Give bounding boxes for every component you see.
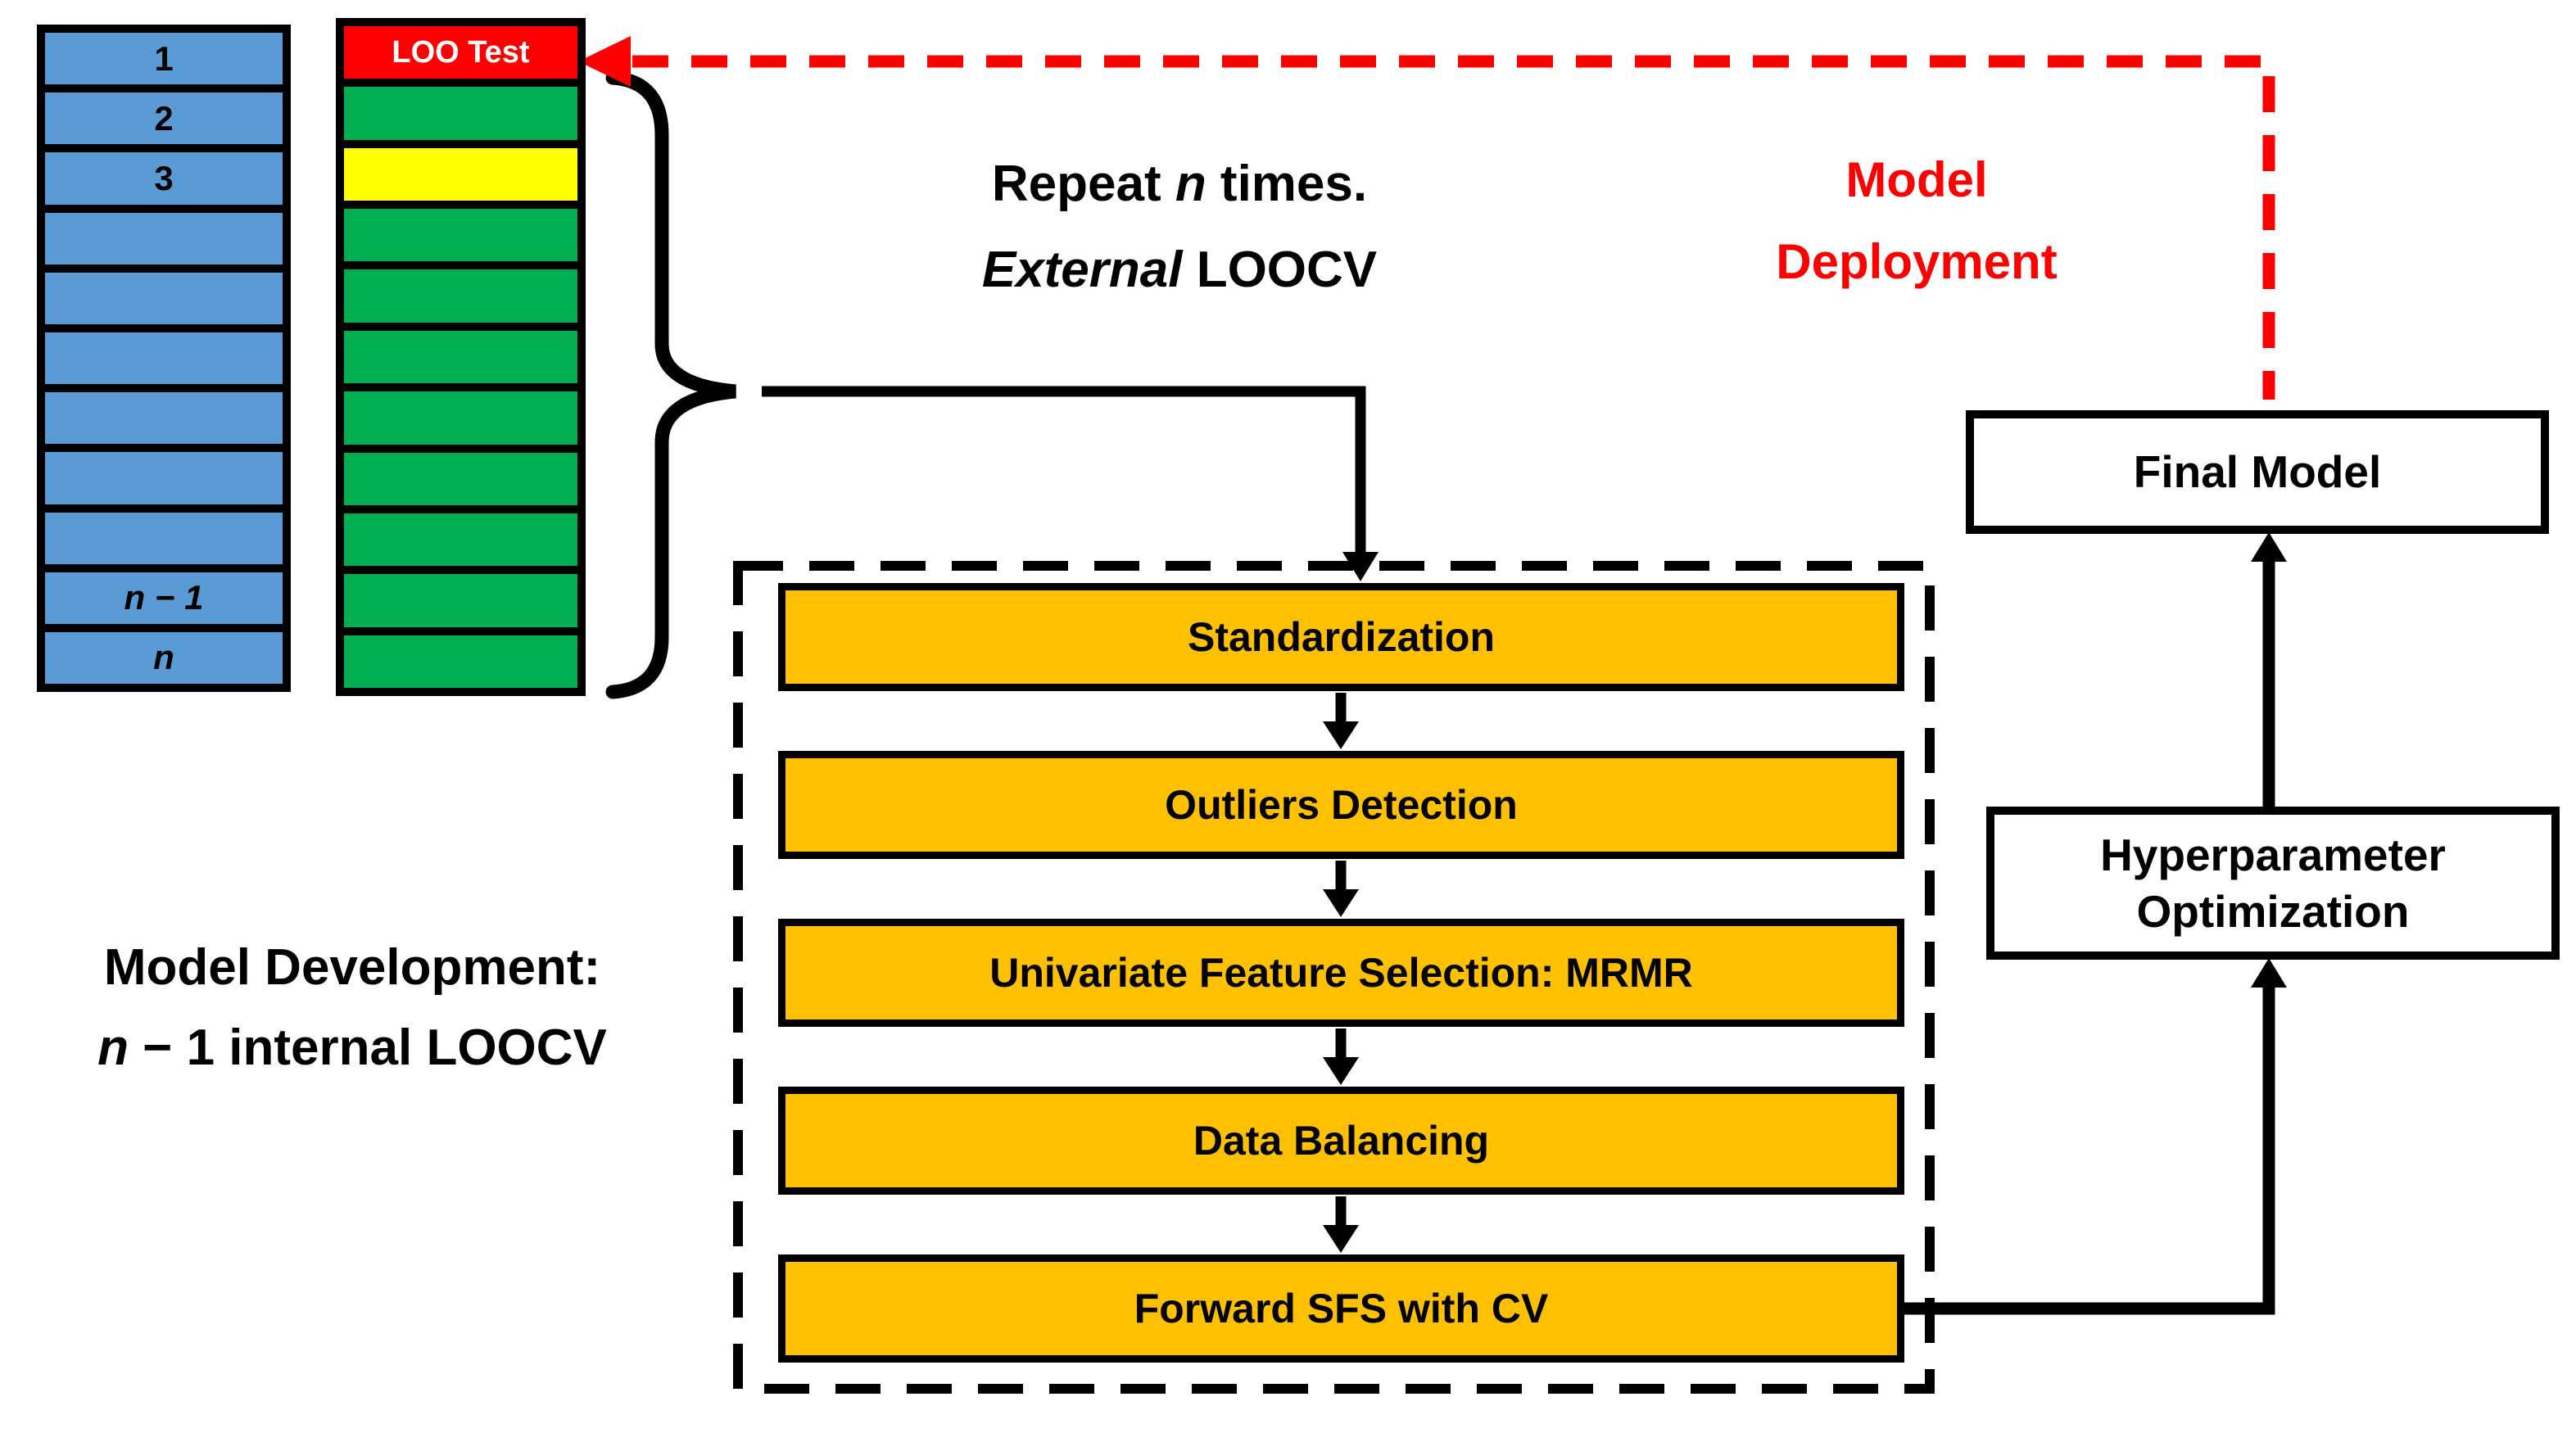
hyperparameter-optimization-box: Hyperparameter Optimization <box>1986 807 2560 960</box>
step-forward-sfs: Forward SFS with CV <box>778 1254 1904 1363</box>
model-deployment-note: Model Deployment <box>1704 139 2130 303</box>
fold-cell <box>41 268 287 328</box>
step-arrow-outliers-univariate <box>1323 861 1359 917</box>
model-development-note: Model Development: n − 1 internal LOOCV <box>33 928 672 1088</box>
hyperparameter-to-final-arrow <box>2251 532 2287 807</box>
fold-cell: 3 <box>41 148 287 209</box>
external-loocv-line2: External LOOCV <box>981 242 1378 298</box>
step-univariate-feature-selection: Univariate Feature Selection: MRMR <box>778 919 1904 1027</box>
development-line1: Model Development: <box>103 939 601 996</box>
fold-cell <box>41 208 287 269</box>
train-cell <box>340 509 582 571</box>
step-label: Outliers Detection <box>1165 782 1518 828</box>
fold-cell: 2 <box>41 88 287 149</box>
train-cell <box>340 448 582 509</box>
train-cell <box>340 631 582 692</box>
step-arrow-standardization-outliers <box>1323 693 1359 749</box>
step-standardization: Standardization <box>778 583 1904 691</box>
train-cell <box>340 570 582 631</box>
sfs-to-hyperparameter-arrow <box>1904 958 2287 1315</box>
training-set-brace <box>605 70 736 699</box>
validation-cell <box>340 143 582 206</box>
final-model-label: Final Model <box>2133 446 2382 498</box>
trainset-to-pipeline-arrow <box>762 386 1379 581</box>
fold-cell <box>41 508 287 568</box>
step-label: Univariate Feature Selection: MRMR <box>989 950 1693 996</box>
train-cell <box>340 326 582 388</box>
loo-test-label: LOO Test <box>392 35 530 70</box>
train-cell <box>340 83 582 144</box>
deployment-dashed-arrow <box>578 36 2275 400</box>
model-development-dashed-container <box>733 561 1935 1394</box>
step-arrow-balancing-sfs <box>1323 1196 1359 1253</box>
loocv-split-column: LOO Test <box>336 18 586 696</box>
loo-test-cell: LOO Test <box>340 22 582 84</box>
fold-cell <box>41 328 287 389</box>
hyperparameter-line2: Optimization <box>2136 885 2410 937</box>
fold-cell <box>41 448 287 509</box>
final-model-box: Final Model <box>1966 410 2549 534</box>
deployment-line2: Deployment <box>1776 234 2058 289</box>
development-line2: n − 1 internal LOOCV <box>97 1019 607 1076</box>
step-arrow-univariate-balancing <box>1323 1028 1359 1085</box>
train-cell <box>340 205 582 266</box>
fold-cell: 1 <box>41 29 287 89</box>
step-data-balancing: Data Balancing <box>778 1087 1904 1195</box>
fold-cell: n <box>41 627 287 689</box>
step-outliers-detection: Outliers Detection <box>778 751 1904 859</box>
step-label: Standardization <box>1187 614 1496 660</box>
step-label: Data Balancing <box>1193 1118 1490 1164</box>
fold-cell: n − 1 <box>41 567 287 628</box>
deployment-line1: Model <box>1845 152 1988 207</box>
train-cell <box>340 265 582 327</box>
hyperparameter-line1: Hyperparameter <box>2100 829 2446 880</box>
external-loocv-note: Repeat n times. External LOOCV <box>835 141 1523 313</box>
folds-column: 1 2 3 n − 1 n <box>37 25 291 692</box>
external-loocv-line1: Repeat n times. <box>991 156 1368 212</box>
fold-cell <box>41 388 287 449</box>
train-cell <box>340 387 582 449</box>
step-label: Forward SFS with CV <box>1134 1286 1549 1331</box>
